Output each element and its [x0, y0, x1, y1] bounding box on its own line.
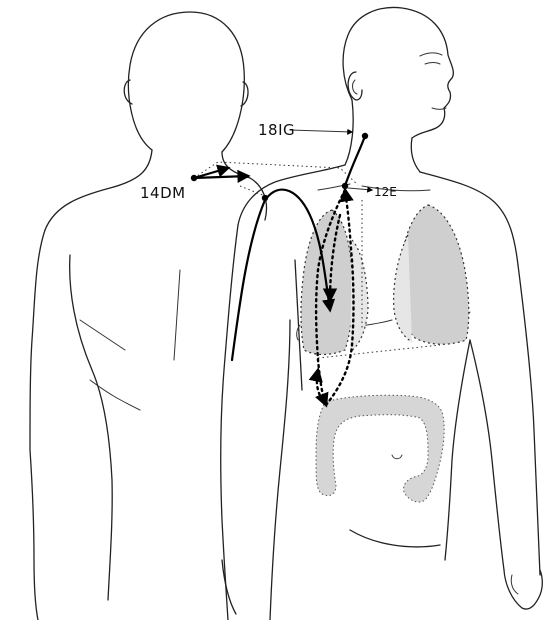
ref-line-shoulder	[240, 186, 265, 196]
front-head-outline	[343, 7, 453, 138]
label-14dm: 14DM	[140, 184, 186, 202]
back-spine-line	[174, 270, 180, 360]
point-18ig-dot	[362, 133, 368, 139]
pointer-12e	[348, 188, 372, 190]
front-figure	[221, 7, 543, 620]
front-eye	[425, 63, 440, 65]
front-arm-right-inner	[470, 340, 504, 570]
back-head-outline	[128, 12, 244, 152]
point-14dm-dot	[191, 175, 197, 181]
point-shoulder-dot	[262, 195, 268, 201]
front-torso-left	[295, 260, 302, 390]
label-12e: 12E	[374, 185, 397, 199]
back-arm-left	[30, 230, 45, 620]
front-finger-right	[511, 575, 518, 594]
front-neck-back	[345, 100, 353, 165]
front-navel	[392, 455, 402, 459]
back-scapula-line	[80, 320, 125, 350]
front-arm-left-inner	[270, 320, 290, 620]
front-eyebrow	[420, 53, 442, 56]
back-neck-right	[222, 152, 250, 178]
front-neck-front	[411, 138, 420, 172]
front-waist	[350, 530, 440, 547]
colon	[316, 395, 444, 502]
organs	[301, 205, 469, 502]
front-arm-left-outer	[221, 225, 238, 620]
front-ear-inner	[353, 80, 357, 94]
pointer-18ig	[290, 130, 352, 132]
label-18ig: 18IG	[258, 121, 295, 139]
front-hand-right	[504, 570, 542, 609]
front-arm-right-outer	[518, 265, 540, 575]
acupoints	[191, 133, 368, 201]
point-12e-dot	[342, 183, 348, 189]
back-figure	[30, 12, 267, 620]
meridian-18ig	[345, 136, 365, 186]
front-torso-right	[445, 340, 470, 560]
back-shoulders-outline	[45, 150, 152, 230]
back-torso-left	[70, 255, 113, 600]
